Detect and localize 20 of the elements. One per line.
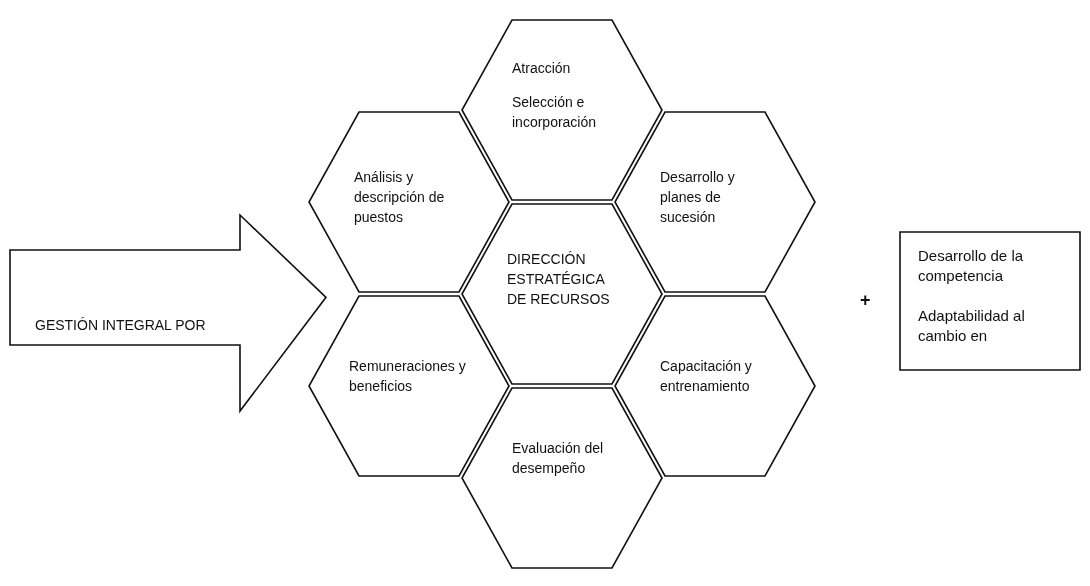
node-text: Atracción xyxy=(512,59,572,78)
node-text: Capacitación y entrenamiento xyxy=(660,357,753,396)
hexagon-shape xyxy=(462,388,662,568)
node-text: Evaluación del desempeño xyxy=(512,439,605,478)
hexagon-shape xyxy=(309,112,509,292)
text-box xyxy=(900,232,1080,370)
hexagon-shape xyxy=(462,20,662,200)
node-text: Desarrollo de la competencia xyxy=(918,246,1025,286)
node-text: Adaptabilidad al cambio en xyxy=(918,306,1026,346)
node-text: Análisis y descripción de puestos xyxy=(354,168,446,227)
node-text: DIRECCIÓN ESTRATÉGICA DE RECURSOS xyxy=(507,250,611,309)
node-text: Desarrollo y planes de sucesión xyxy=(660,168,736,227)
hexagon-shape xyxy=(615,112,815,292)
block-arrow xyxy=(10,215,326,411)
hexagon-shape xyxy=(615,296,815,476)
hexagon-shape xyxy=(309,296,509,476)
node-text: Remuneraciones y beneficios xyxy=(349,357,467,396)
node-text: Selección e incorporación xyxy=(512,93,598,132)
node-text: GESTIÓN INTEGRAL POR xyxy=(35,316,207,335)
plus-sign: + xyxy=(860,290,871,311)
